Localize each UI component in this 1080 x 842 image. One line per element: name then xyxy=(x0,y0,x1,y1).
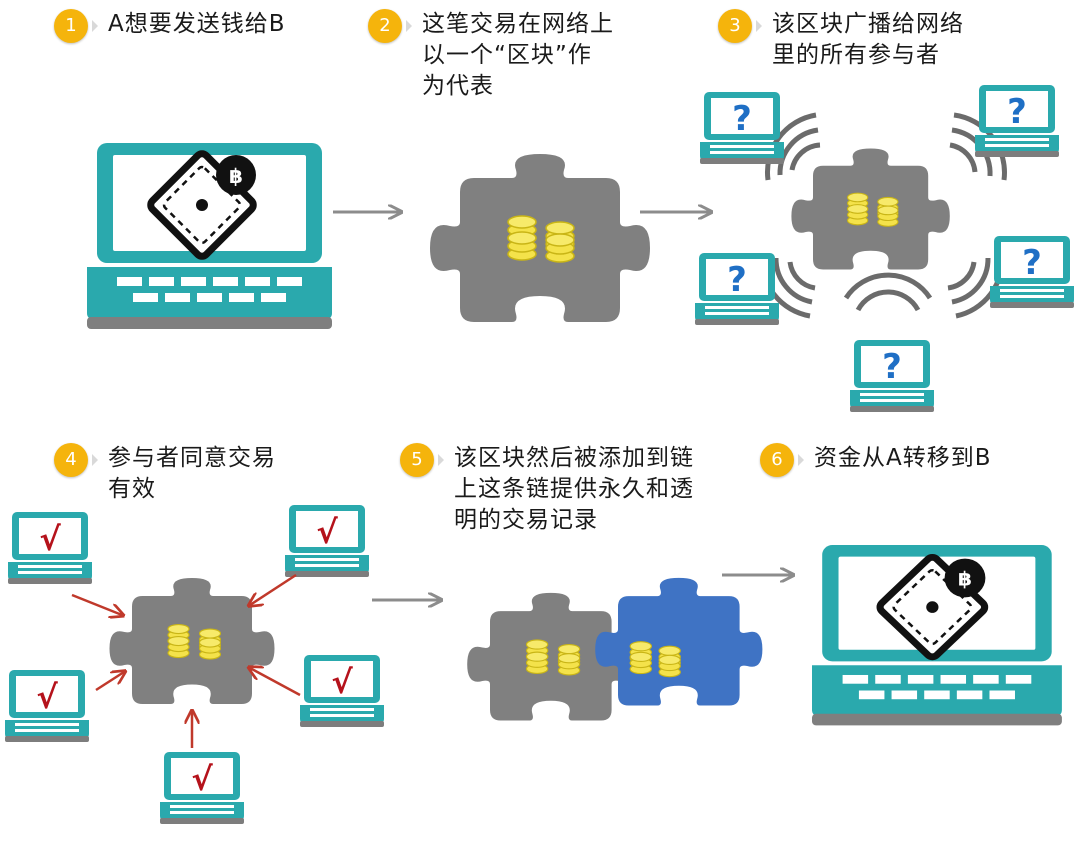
participant-laptop-question: ? xyxy=(695,253,779,325)
chain-existing-block xyxy=(595,577,763,706)
coin-stack-icon xyxy=(545,221,575,263)
bitcoin-icon xyxy=(216,155,256,195)
check-icon: √ xyxy=(36,678,58,716)
chevron-right-icon xyxy=(92,20,98,32)
chevron-right-icon xyxy=(406,20,412,32)
step-label: A想要发送钱给B xyxy=(108,11,286,37)
bitcoin-icon xyxy=(944,558,986,598)
step-label: 该区块然后被添加到链 上这条链提供永久和透 明的交易记录 xyxy=(454,445,694,533)
step-badge: 2 xyxy=(368,9,402,43)
participant-laptop-question: ? xyxy=(700,92,784,164)
check-icon: √ xyxy=(316,513,338,551)
arrow-icon xyxy=(250,668,301,697)
chevron-right-icon xyxy=(438,454,444,466)
step-badge: 6 xyxy=(760,443,794,477)
step-badge: 1 xyxy=(54,9,88,43)
step-3: 3 该区块广播给网络 里的所有参与者 xyxy=(718,9,964,71)
question-icon: ? xyxy=(1007,92,1027,132)
participant-laptop-approved: √ xyxy=(285,505,369,577)
question-icon: ? xyxy=(882,347,902,387)
chevron-right-icon xyxy=(756,20,762,32)
laptop-receiver: ฿ xyxy=(812,545,1062,726)
step-6: 6 资金从A转移到B xyxy=(760,443,992,477)
arrow-icon xyxy=(250,573,297,605)
laptop-sender: ฿ xyxy=(87,143,332,329)
step-label: 参与者同意交易 有效 xyxy=(108,445,276,502)
bitcoin-symbol: ฿ xyxy=(958,568,972,590)
consensus-puzzle-piece xyxy=(109,578,275,704)
step-2: 2 这笔交易在网络上 以一个“区块”作 为代表 xyxy=(368,9,614,102)
question-icon: ? xyxy=(732,99,752,139)
participant-laptop-question: ? xyxy=(975,85,1059,157)
question-icon: ? xyxy=(1022,243,1042,283)
coin-stack-icon xyxy=(507,215,537,261)
broadcast-puzzle-piece xyxy=(791,148,950,270)
step-1: 1 A想要发送钱给B xyxy=(54,9,286,43)
participant-laptop-approved: √ xyxy=(300,655,384,727)
arrow-icon xyxy=(71,593,122,615)
check-icon: √ xyxy=(39,520,61,558)
chevron-right-icon xyxy=(798,454,804,466)
check-icon: √ xyxy=(331,663,353,701)
participant-laptop-question: ? xyxy=(850,340,934,412)
step-label: 这笔交易在网络上 以一个“区块”作 为代表 xyxy=(422,11,614,99)
participant-laptop-approved: √ xyxy=(8,512,92,584)
bitcoin-symbol: ฿ xyxy=(229,164,243,188)
check-icon: √ xyxy=(191,760,213,798)
participant-laptop-approved: √ xyxy=(5,670,89,742)
step-label: 资金从A转移到B xyxy=(814,445,992,471)
question-icon: ? xyxy=(727,260,747,300)
step-badge: 4 xyxy=(54,443,88,477)
step-4: 4 参与者同意交易 有效 xyxy=(54,443,276,505)
step-5: 5 该区块然后被添加到链 上这条链提供永久和透 明的交易记录 xyxy=(400,443,694,536)
arrow-icon xyxy=(95,672,124,692)
chevron-right-icon xyxy=(92,454,98,466)
agreement-arrows xyxy=(71,573,301,748)
step-badge: 3 xyxy=(718,9,752,43)
step-label: 该区块广播给网络 里的所有参与者 xyxy=(772,11,964,68)
block-puzzle-piece xyxy=(430,154,650,322)
participant-laptop-question: ? xyxy=(990,236,1074,308)
step-badge: 5 xyxy=(400,443,434,477)
participant-laptop-approved: √ xyxy=(160,752,244,824)
